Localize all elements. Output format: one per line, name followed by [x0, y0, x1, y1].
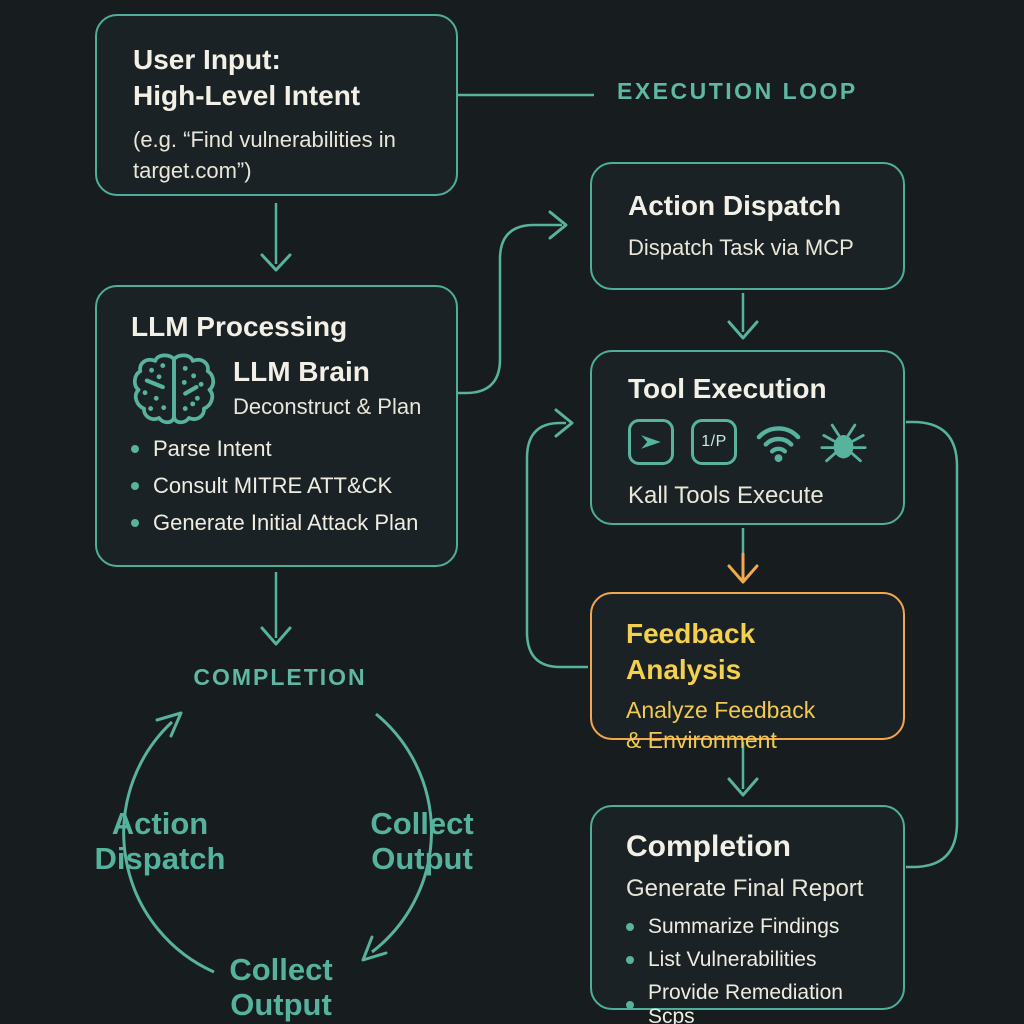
completion-title: Completion: [626, 830, 791, 863]
node-user-input: User Input: High-Level Intent (e.g. “Fin…: [95, 14, 458, 196]
llm-brain-subtitle: Deconstruct & Plan: [233, 393, 422, 419]
bullet-dot: [131, 444, 139, 453]
arrowhead-down-completionbox: [727, 777, 759, 797]
list-item: Generate Initial Attack Plan: [131, 510, 422, 536]
badge-text: 1/P: [701, 432, 727, 450]
user-input-title: User Input: High-Level Intent: [133, 42, 420, 114]
user-input-title-line2: High-Level Intent: [133, 79, 361, 111]
cycle-step-collect-output-right: Collect Output: [324, 806, 520, 877]
user-input-subtitle-line1: (e.g. “Find vulnerabilities in: [133, 126, 396, 152]
list-item: Consult MITRE ATT&CK: [131, 473, 422, 499]
node-feedback-analysis: Feedback Analysis Analyze Feedback & Env…: [590, 592, 905, 753]
wifi-icon: [756, 426, 801, 462]
cycle-step-line2: Dispatch: [94, 841, 226, 877]
bullet-dot: [131, 481, 139, 490]
bullet-dot: [131, 518, 139, 527]
arrowhead-down-completionlabel: [260, 626, 292, 646]
line-toolexecution-to-completion: [906, 420, 959, 869]
bullet-text: Provide Remediation Scps: [648, 981, 843, 1024]
tool-execution-title: Tool Execution: [628, 373, 827, 404]
action-dispatch-subtitle: Dispatch Task via MCP: [628, 234, 854, 260]
terminal-send-icon: [628, 418, 674, 465]
tool-execution-subtitle: Kall Tools Execute: [628, 481, 824, 509]
arrowhead-right-loopback: [554, 408, 574, 438]
bug-icon: [820, 423, 867, 463]
line-llm-to-actiondispatch: [458, 223, 562, 395]
bullet-text: Parse Intent: [153, 435, 272, 461]
feedback-analysis-subtitle-line2: & Environment: [626, 727, 777, 754]
user-input-subtitle-line2: target.com”): [133, 157, 252, 183]
cycle-step-line1: Collect: [370, 806, 474, 841]
arrowhead-right-actiondispatch: [548, 210, 568, 240]
arrowhead-down-userinput: [260, 253, 292, 272]
bullet-text: List Vulnerabilities: [648, 948, 817, 972]
llm-brain-title: LLM Brain: [233, 355, 370, 387]
bullet-text: Summarize Findings: [648, 915, 840, 939]
list-item: Provide Remediation Scps: [626, 981, 869, 1024]
line-feedback-loopback: [525, 421, 588, 669]
cycle-step-line2: Output: [371, 841, 473, 877]
node-completion: Completion Generate Final Report Summari…: [590, 805, 905, 1024]
node-llm-processing: LLM Processing: [95, 285, 458, 567]
brain-icon: [132, 353, 216, 424]
completion-cycle-label: COMPLETION: [193, 664, 367, 690]
list-item: Parse Intent: [131, 436, 422, 462]
tool-icons-row: 1/P: [628, 418, 867, 466]
action-dispatch-title: Action Dispatch: [628, 190, 842, 221]
arrowhead-down-feedback: [727, 564, 759, 584]
user-input-subtitle: (e.g. “Find vulnerabilities in target.co…: [133, 124, 420, 186]
cycle-step-collect-output-bottom: Collect Output: [183, 952, 379, 1023]
arrowhead-down-toolexecution: [727, 320, 759, 340]
bullet-text: Generate Initial Attack Plan: [153, 509, 419, 535]
one-p-badge-icon: 1/P: [691, 418, 737, 465]
node-tool-execution: Tool Execution 1/P: [590, 350, 905, 525]
send-arrow-glyph: [641, 435, 661, 449]
bullet-text: Consult MITRE ATT&CK: [153, 472, 393, 498]
completion-bullets: Summarize Findings List Vulnerabilities …: [626, 915, 869, 1024]
llm-brain-text: LLM Brain Deconstruct & Plan: [233, 354, 421, 422]
cycle-step-line1: Action: [111, 806, 209, 841]
arrowhead-cycle-top: [155, 711, 183, 738]
llm-processing-title: LLM Processing: [131, 311, 348, 342]
list-item: Summarize Findings: [626, 915, 869, 939]
cycle-step-line2: Output: [230, 987, 332, 1023]
list-item: List Vulnerabilities: [626, 948, 869, 972]
bullet-dot: [626, 956, 634, 965]
bullet-dot: [626, 1001, 634, 1010]
bullet-dot: [626, 923, 634, 932]
feedback-analysis-subtitle-line1: Analyze Feedback: [626, 696, 816, 723]
completion-subtitle: Generate Final Report: [626, 875, 864, 903]
llm-processing-bullets: Parse Intent Consult MITRE ATT&CK Genera…: [131, 436, 422, 536]
execution-loop-label: EXECUTION LOOP: [617, 78, 858, 104]
llm-brain-row: LLM Brain Deconstruct & Plan: [131, 351, 422, 425]
cycle-step-action-dispatch: Action Dispatch: [62, 806, 258, 877]
node-action-dispatch: Action Dispatch Dispatch Task via MCP: [590, 162, 905, 290]
feedback-analysis-title: Feedback Analysis: [626, 618, 756, 685]
user-input-title-line1: User Input:: [133, 44, 281, 75]
cycle-step-line1: Collect: [229, 952, 333, 987]
